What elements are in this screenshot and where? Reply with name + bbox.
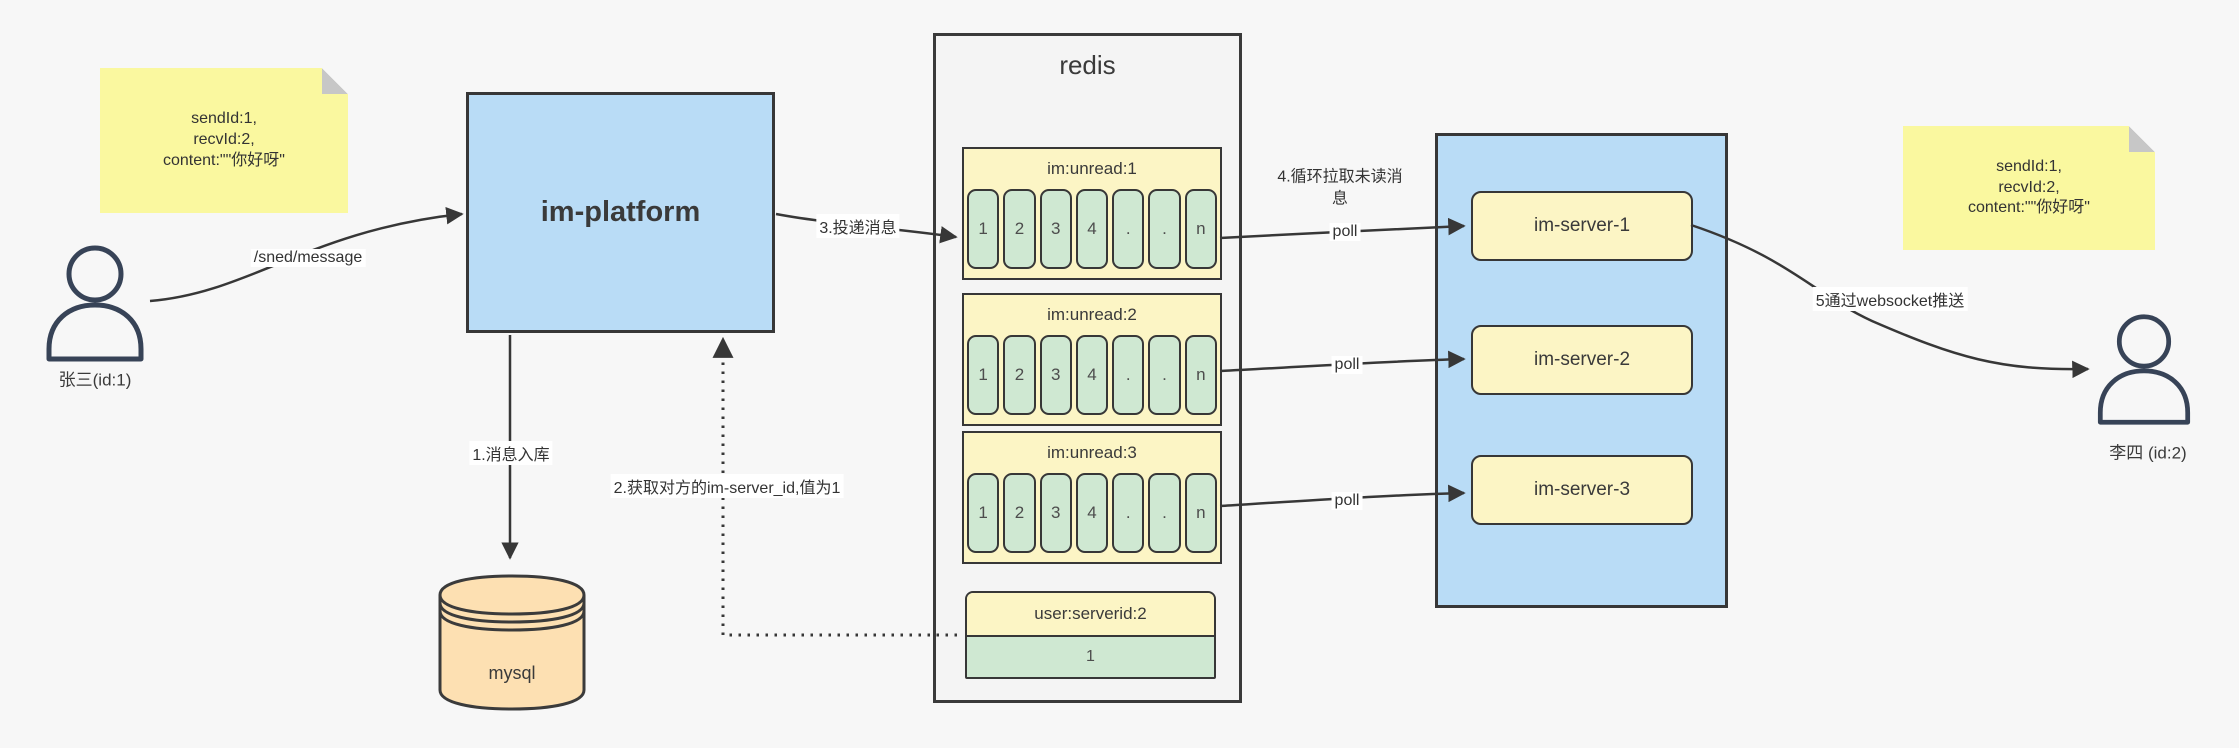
queue-im-unread-2: im:unread:2 1 2 3 4 . . n	[962, 293, 1222, 426]
queue-cells: 1 2 3 4 . . n	[964, 189, 1220, 269]
queue-cell: 4	[1075, 335, 1109, 415]
queue-cell: 4	[1075, 189, 1109, 269]
redis-title: redis	[1059, 50, 1116, 80]
queue-title: im:unread:1	[1047, 159, 1137, 178]
label-step4: 4.循环拉取未读消息	[1277, 168, 1403, 207]
im-server-1-box: im-server-1	[1471, 191, 1693, 261]
note-line: recvId:2,	[1998, 178, 2060, 196]
label-poll-2: poll	[1331, 356, 1363, 374]
queue-cell: 2	[1003, 473, 1036, 553]
im-server-cluster-box: im-server-1 im-server-2 im-server-3	[1435, 133, 1728, 608]
queue-cell: .	[1112, 473, 1145, 553]
label-poll-3: poll	[1331, 492, 1363, 510]
im-platform-box: im-platform	[466, 92, 775, 333]
sticky-note-receiver: sendId:1, recvId:2, content:""你好呀"	[1903, 126, 2155, 250]
queue-cell: 1	[967, 473, 1000, 553]
queue-cell: .	[1148, 335, 1181, 415]
person-icon	[2097, 314, 2191, 425]
queue-cells: 1 2 3 4 . . n	[964, 335, 1220, 415]
note-line: content:""你好呀"	[1968, 199, 2090, 217]
im-server-2-box: im-server-2	[1471, 325, 1693, 395]
user-icon-sender	[40, 243, 150, 363]
label-step2: 2.获取对方的im-server_id,值为1	[610, 474, 844, 498]
note-line: content:""你好呀"	[163, 151, 285, 169]
queue-cell: 3	[1039, 189, 1072, 269]
label-send-api: /sned/message	[250, 249, 366, 267]
queue-title: im:unread:2	[1047, 305, 1137, 324]
receiver-label: 李四 (id:2)	[2109, 443, 2187, 463]
im-server-3-box: im-server-3	[1471, 455, 1693, 525]
note-line: sendId:1,	[191, 110, 257, 128]
note-line: recvId:2,	[193, 131, 255, 149]
kv-key: user:serverid:2	[967, 593, 1214, 637]
mysql-cylinder: mysql	[437, 573, 587, 711]
queue-cell: .	[1148, 473, 1181, 553]
queue-cell: 2	[1003, 189, 1036, 269]
queue-im-unread-3: im:unread:3 1 2 3 4 . . n	[962, 431, 1222, 564]
queue-cell: 2	[1003, 335, 1036, 415]
queue-cells: 1 2 3 4 . . n	[964, 473, 1220, 553]
sticky-note-sender: sendId:1, recvId:2, content:""你好呀"	[100, 68, 348, 213]
queue-cell: n	[1184, 189, 1217, 269]
label-step1: 1.消息入库	[469, 441, 553, 465]
queue-cell: 1	[967, 335, 1000, 415]
note-fold-icon	[322, 68, 348, 94]
queue-im-unread-1: im:unread:1 1 2 3 4 . . n	[962, 147, 1222, 280]
queue-cell: n	[1184, 473, 1217, 553]
note-line: sendId:1,	[1996, 157, 2062, 175]
redis-container: redis im:unread:1 1 2 3 4 . . n im:unrea…	[933, 33, 1242, 703]
kv-value: 1	[967, 637, 1214, 677]
queue-cell: n	[1184, 335, 1217, 415]
queue-cell: .	[1148, 189, 1181, 269]
sender-label: 张三(id:1)	[58, 370, 132, 390]
user-icon-receiver	[2090, 312, 2198, 426]
kv-user-serverid-box: user:serverid:2 1	[965, 591, 1216, 679]
queue-title: im:unread:3	[1047, 443, 1137, 462]
im-platform-label: im-platform	[540, 196, 701, 228]
queue-cell: 4	[1075, 473, 1109, 553]
queue-cell: .	[1112, 189, 1145, 269]
person-icon	[46, 245, 144, 362]
queue-cell: 1	[967, 189, 1000, 269]
label-step3: 3.投递消息	[816, 214, 900, 238]
queue-cell: 3	[1039, 473, 1072, 553]
label-poll-1: poll	[1329, 223, 1361, 241]
label-step5: 5通过websocket推送	[1812, 287, 1968, 311]
mysql-label: mysql	[488, 663, 535, 683]
queue-cell: 3	[1039, 335, 1072, 415]
database-icon: mysql	[438, 574, 586, 711]
queue-cell: .	[1112, 335, 1145, 415]
note-fold-icon	[2129, 126, 2155, 152]
